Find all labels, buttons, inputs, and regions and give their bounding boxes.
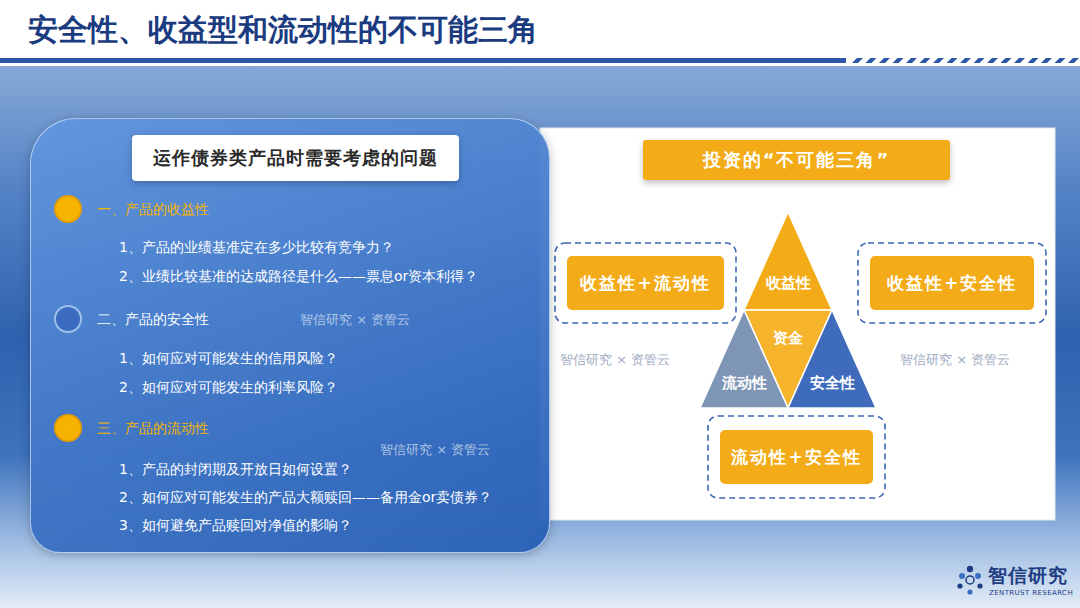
triangle-segment: 收益性 [744,212,832,310]
combo-box: 收益性+流动性 [567,256,724,310]
segment-fill [788,310,876,408]
title-underline [0,58,846,63]
logo-ring [966,576,974,584]
triangle-segment: 流动性 [700,310,788,408]
stripe [947,58,958,63]
watermark: 智信研究 × 资管云 [380,442,490,458]
stripe [974,58,985,63]
header-box: 投资的“不可能三角” [643,140,950,180]
panel-heading-box: 运作债券类产品时需要考虑的问题 [132,135,459,181]
logo-text: 智信研究 [988,564,1068,587]
stripe [879,58,890,63]
watermark: 智信研究 × 资管云 [900,352,1010,368]
segment-shape [788,310,876,408]
stripe [1028,58,1039,63]
question-item: 1、产品的业绩基准定在多少比较有竞争力？ [119,238,394,256]
segment-shape [744,212,832,310]
stripe [906,58,917,63]
logo-dot [959,573,965,579]
dashed-frame [858,243,1046,323]
segment-fill [744,212,832,310]
logo-dot [957,583,962,588]
question-item: 2、如何应对可能发生的产品大额赎回——备用金or卖债券？ [119,488,492,506]
watermark: 智信研究 × 资管云 [560,352,670,368]
segment-fill [700,310,788,408]
box-label: 投资的“不可能三角” [703,149,891,171]
logo-icon [957,566,982,595]
segment-shape [700,310,788,408]
segment-label: 收益性 [766,275,811,291]
stripe [987,58,998,63]
dashed-frame [555,243,736,323]
question-item: 3、如何避免产品赎回对净值的影响？ [119,516,352,534]
box-label: 收益性+安全性 [887,273,1017,293]
question-panel: 一、产品的收益性 1、产品的业绩基准定在多少比较有竞争力？ 2、业绩比较基准的达成路… [30,118,550,553]
combo-box: 收益性+安全性 [870,256,1034,310]
box-label: 流动性+安全性 [731,447,861,467]
right-panel [540,128,1055,520]
box-label: 运作债券类产品时需要考虑的问题 [153,147,438,169]
bullet-layer [31,119,551,554]
segment-label: 流动性 [722,375,767,391]
question-item: 2、如何应对可能发生的利率风险？ [119,378,338,396]
stripe [1068,58,1079,63]
section-heading: 一、产品的收益性 [97,200,209,218]
logo-dot [975,573,981,579]
triangle-segment: 安全性 [788,310,876,408]
stripe [960,58,971,63]
title-stripes [852,58,1079,63]
bullet-circle [55,306,81,332]
question-item: 1、产品的封闭期及开放日如何设置？ [119,460,352,478]
segment-label: 资金 [773,330,803,346]
question-item: 1、如何应对可能发生的信用风险？ [119,349,338,367]
box-label: 收益性+流动性 [580,273,710,293]
stripe [852,58,863,63]
stripe [1055,58,1066,63]
stripe [893,58,904,63]
logo-dot [977,583,982,588]
section-heading: 三、产品的流动性 [97,419,209,437]
stripe [1041,58,1052,63]
bullet-circle [55,415,81,441]
section-heading: 二、产品的安全性 [97,310,209,328]
logo-subtext: ZENTRUST RESEARCH [989,589,1073,597]
page-title: 安全性、收益型和流动性的不可能三角 [28,8,538,52]
stripe [920,58,931,63]
dashed-frame [708,416,885,498]
logo-dot [967,589,972,594]
stripe [866,58,877,63]
stripe [933,58,944,63]
stripe [1001,58,1012,63]
watermark: 智信研究 × 资管云 [300,312,410,328]
combo-box: 流动性+安全性 [720,430,873,484]
stripe [1014,58,1025,63]
question-item: 2、业绩比较基准的达成路径是什么——票息or资本利得？ [119,267,478,285]
logo-dot [967,566,973,572]
segment-label: 安全性 [810,375,855,391]
bullet-circle [55,196,81,222]
